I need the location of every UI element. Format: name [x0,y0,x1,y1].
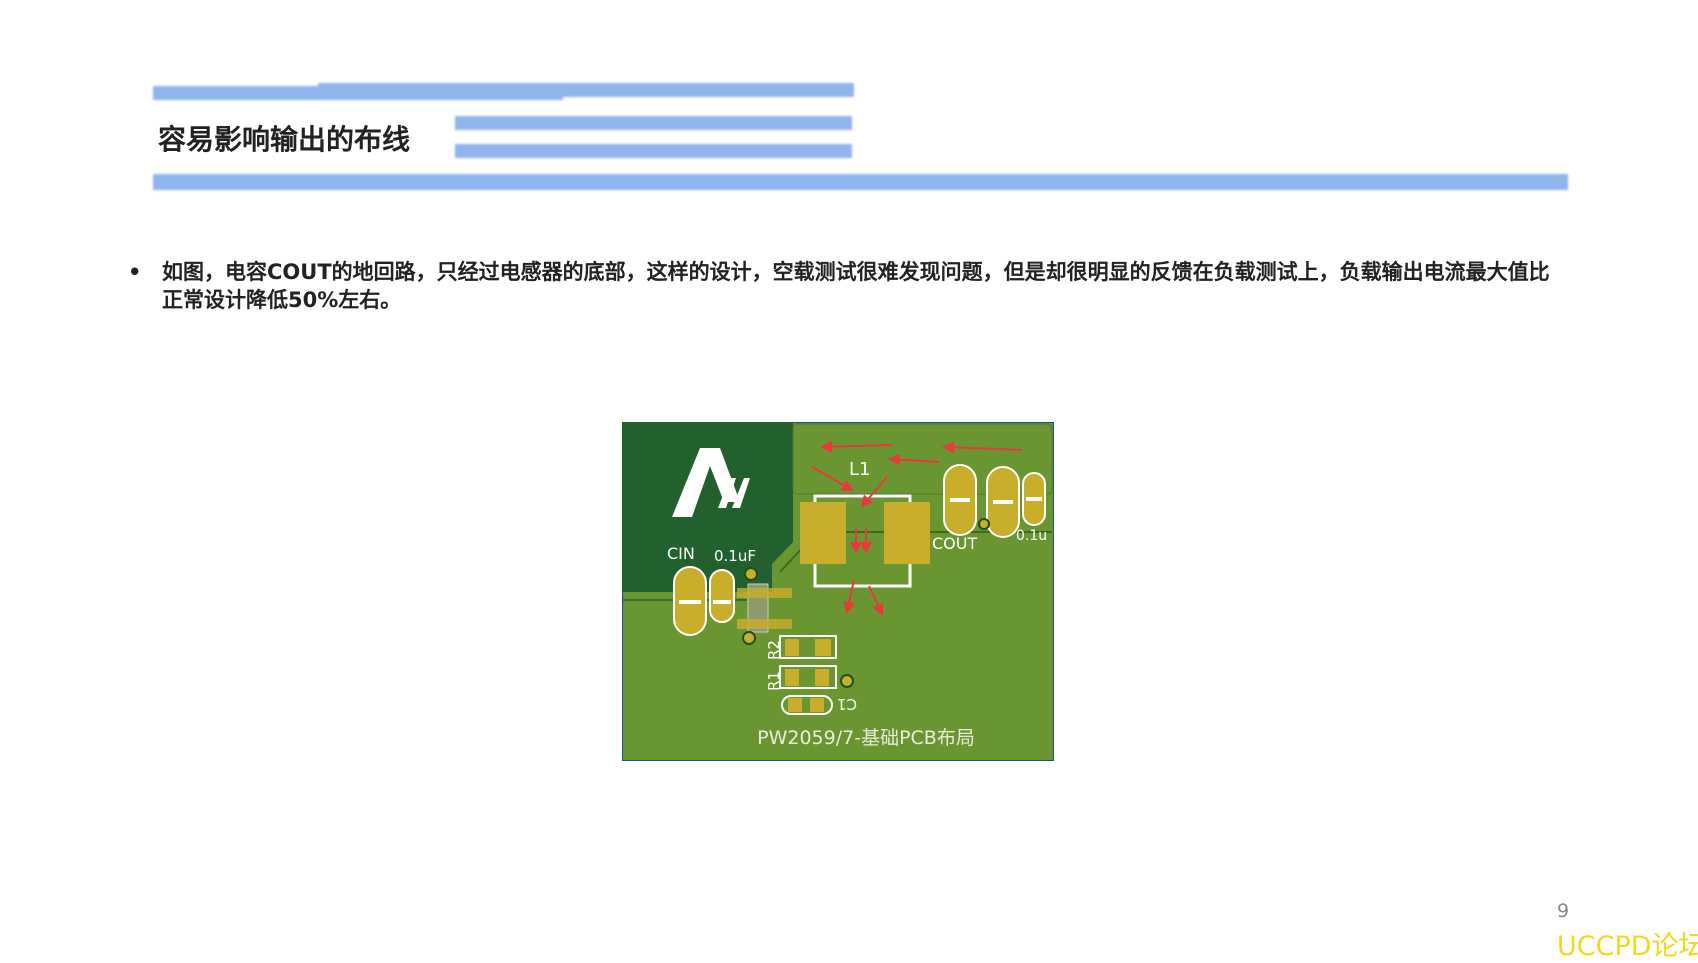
label-r2: R2 [765,640,783,660]
current-arrows [811,440,1023,616]
bullet-marker: • [128,260,142,284]
header-underline-bar [153,174,1568,190]
label-cout-cap: 0.1u [1016,528,1047,544]
label-r1: R1 [765,671,783,691]
label-cin-cap: 0.1uF [714,547,756,565]
page-number: 9 [1557,900,1570,922]
label-l1: L1 [849,459,870,480]
bullet-text: 如图，电容COUT的地回路，只经过电感器的底部，这样的设计，空载测试很难发现问题… [162,260,1550,312]
pcb-layout-image: L1 COUT 0.1u CIN 0.1uF R2 R1 C1 PW2059/7… [622,422,1054,761]
watermark: UCCPD论坛 [1557,931,1698,962]
label-c1: C1 [837,695,857,713]
label-cout: COUT [932,534,977,553]
pcb-caption: PW2059/7-基础PCB布局 [757,727,975,749]
header-decor-bar [318,83,854,97]
slide-title: 容易影响输出的布线 [158,123,411,156]
header-decor-bar [455,116,852,130]
label-cin: CIN [667,544,695,563]
header-decor-bar [455,144,852,158]
